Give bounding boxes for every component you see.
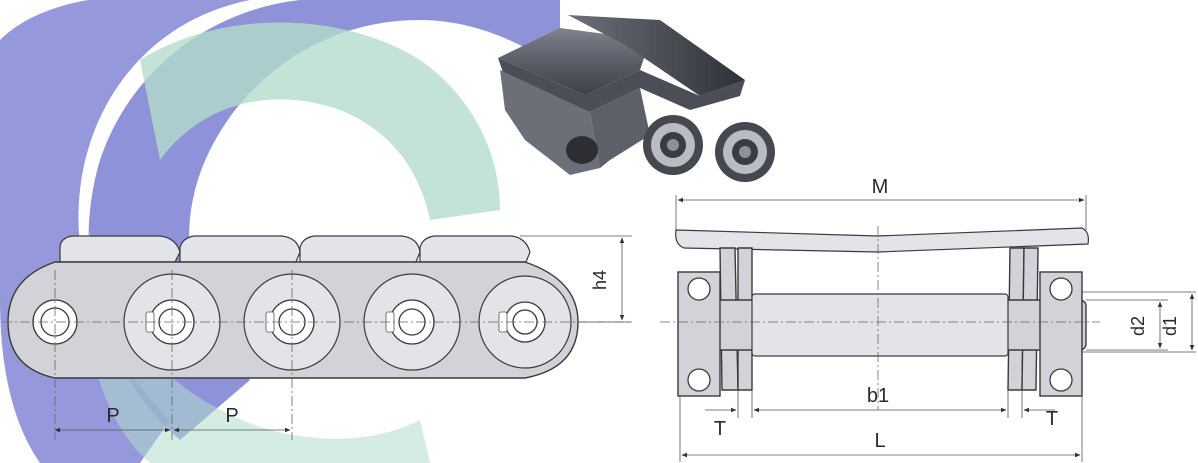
inner-width-label: b1	[867, 385, 889, 407]
total-length-label: L	[874, 430, 885, 452]
roller-diameter-label: d1	[1160, 316, 1180, 336]
thickness-right-label: T	[1046, 408, 1058, 430]
pitch-label-2: P	[225, 405, 238, 427]
top-plates	[59, 235, 531, 263]
watermark-logo	[0, 0, 560, 463]
section-view: M b1 T T L d2 d1	[660, 176, 1196, 462]
side-view: P P h4	[2, 235, 632, 440]
roller-left-photo	[643, 115, 703, 175]
height-label: h4	[590, 270, 610, 290]
chain-link-photo	[498, 15, 775, 182]
top-carrier-plate	[675, 227, 1089, 253]
pin-diameter-label: d2	[1128, 316, 1148, 336]
bearings	[677, 271, 1083, 397]
thickness-left-label: T	[714, 418, 726, 440]
overall-width-label: M	[872, 176, 889, 198]
roller-right-photo	[715, 122, 775, 182]
pitch-label-1: P	[106, 405, 119, 427]
